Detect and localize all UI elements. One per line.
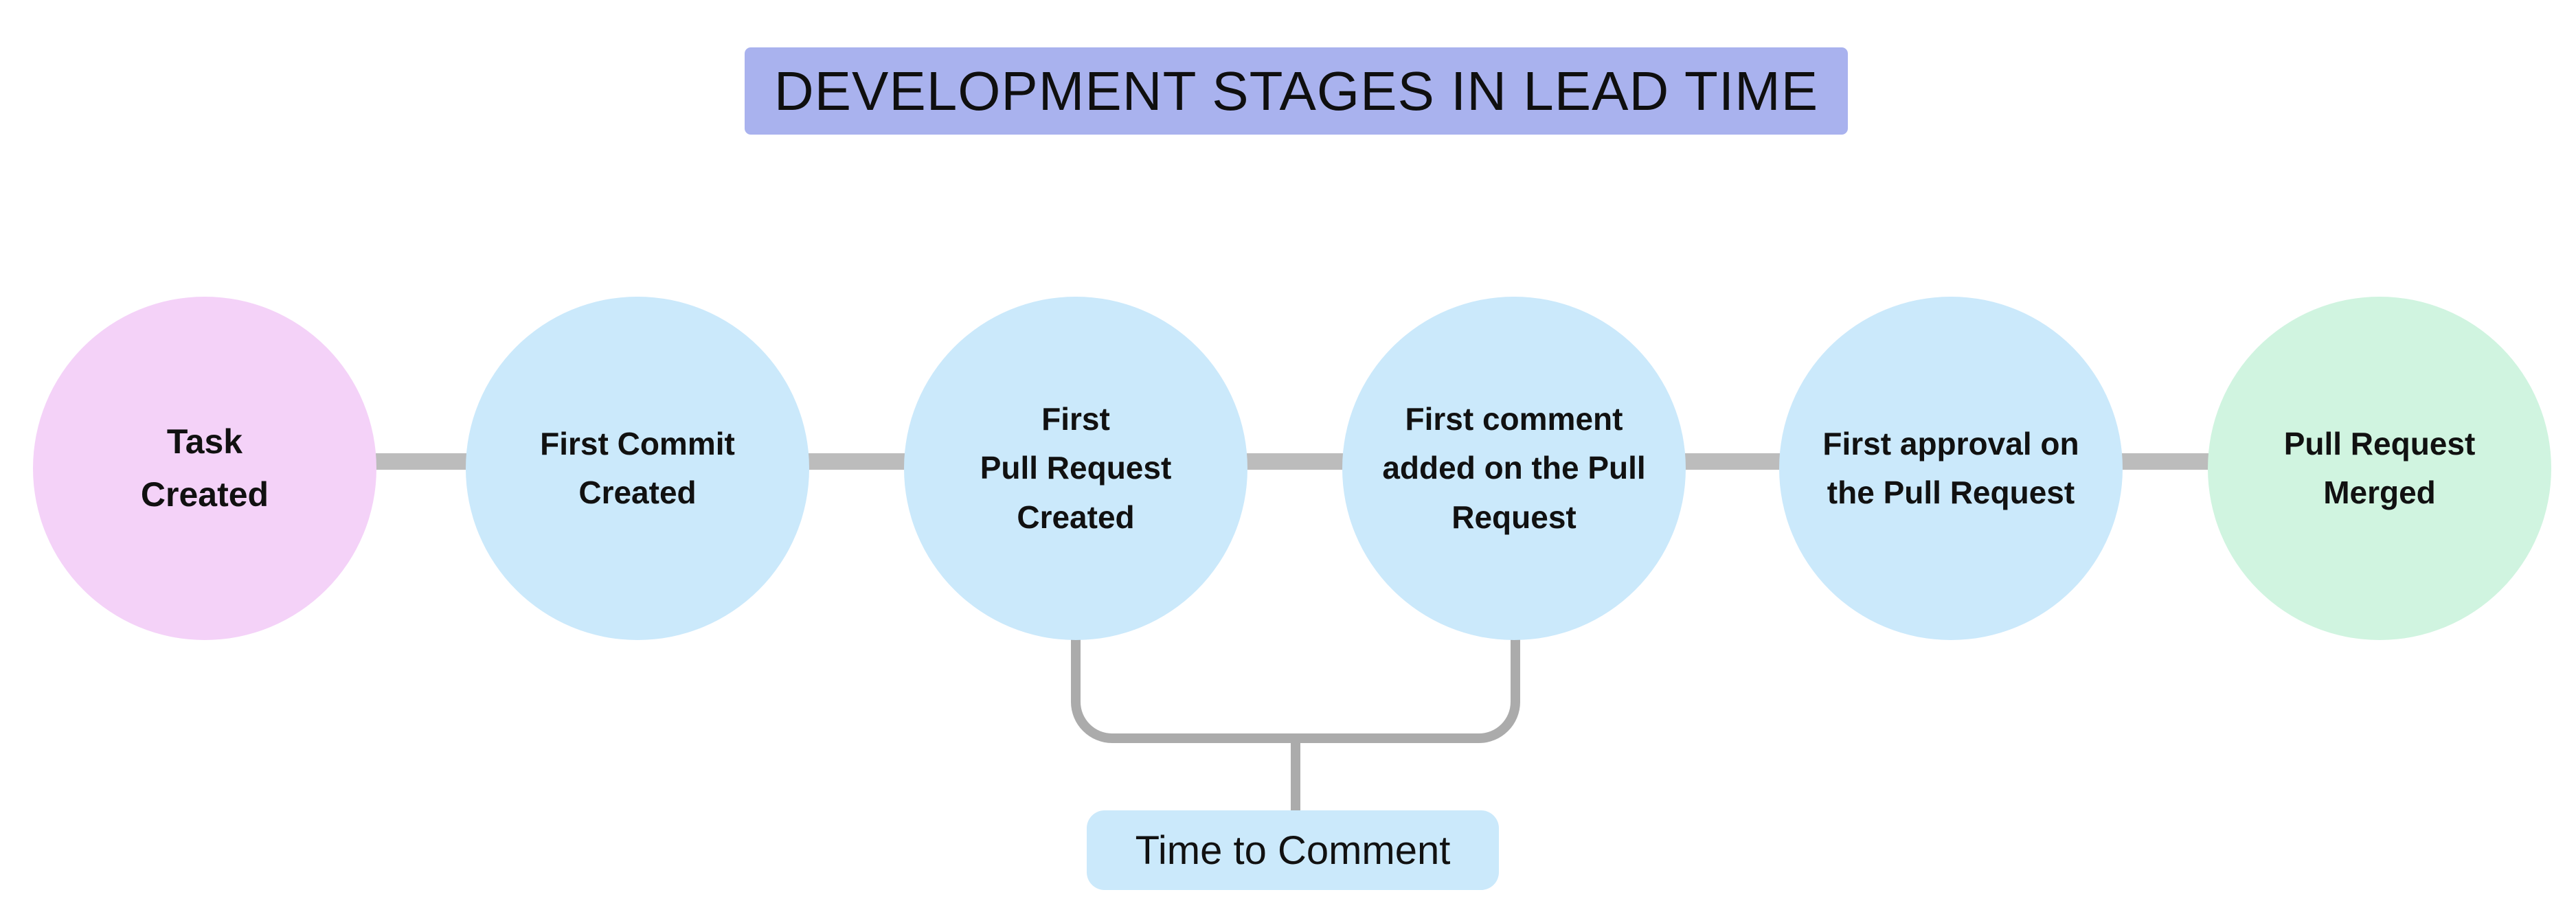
time-to-comment-bracket [1071, 636, 1520, 743]
stage-label-task-created: Task Created [140, 422, 269, 514]
time-to-comment-text: Time to Comment [1135, 828, 1451, 873]
stage-first-pull-request-created: First Pull Request Created [904, 297, 1247, 640]
time-to-comment-label: Time to Comment [1087, 810, 1499, 890]
stage-first-approval: First approval on the Pull Request [1779, 297, 2123, 640]
title-banner: DEVELOPMENT STAGES IN LEAD TIME [745, 47, 1848, 135]
stage-first-commit-created: First Commit Created [466, 297, 809, 640]
stage-task-created: Task Created [33, 297, 376, 640]
stage-pull-request-merged: Pull Request Merged [2208, 297, 2551, 640]
bracket-stem [1291, 743, 1300, 810]
stage-label-first-commit-created: First Commit Created [540, 425, 735, 510]
stage-label-first-pull-request-created: First Pull Request Created [980, 401, 1172, 535]
diagram-title: DEVELOPMENT STAGES IN LEAD TIME [773, 60, 1819, 122]
stage-label-first-approval: First approval on the Pull Request [1822, 425, 2079, 510]
stage-first-comment-added: First comment added on the Pull Request [1342, 297, 1686, 640]
stage-label-first-comment-added: First comment added on the Pull Request [1382, 401, 1646, 535]
stage-label-pull-request-merged: Pull Request Merged [2283, 425, 2476, 510]
